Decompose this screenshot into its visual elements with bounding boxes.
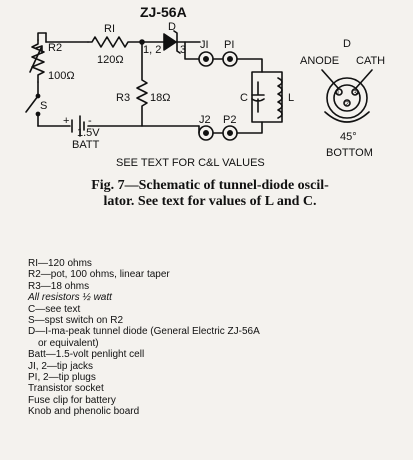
r3-label: R3 [116,92,130,104]
diode-pin-3: 3 [180,44,186,56]
angle-arc [324,111,370,123]
diode-symbol [163,33,177,51]
j2-label: J2 [199,114,211,126]
wire-top-left [37,32,47,41]
switch-contact-bottom [35,111,41,117]
parts-item: or equivalent) [38,337,99,349]
parts-item: S—spst switch on R2 [28,315,124,327]
r1-value: 120Ω [97,54,124,66]
parts-item: PI, 2—tip plugs [28,372,96,384]
pin-2 [343,99,351,107]
see-text-note: SEE TEXT FOR C&L VALUES [116,157,265,169]
switch-contact-top [35,93,41,99]
r2-value: 100Ω [48,70,75,82]
angle-label: 45° [340,131,357,143]
r2-label: R2 [48,42,62,54]
parts-list: RI—120 ohms R2—pot, 100 ohms, linear tap… [28,258,408,418]
parts-item: Batt—1.5-volt penlight cell [28,349,145,361]
r2-potentiometer [31,39,45,83]
j1-jack-center [203,55,210,62]
anode-leader [321,69,339,89]
switch-s [25,81,39,127]
capacitor-c [251,81,265,113]
schematic-title: ZJ-56A [140,4,187,20]
cath-leader [355,69,373,89]
r2-wiper-arrow [29,45,43,73]
inductor-label: L [288,92,294,104]
battery-label: BATT [72,139,100,151]
parts-item: RI—120 ohms [28,258,92,269]
r1-label: RI [104,23,115,35]
pin-1-label: 1 [336,90,340,97]
battery-minus: - [88,115,92,127]
parts-item: Transistor socket [28,383,104,395]
r3-value: 18Ω [150,92,170,104]
wire-p2-lc [236,121,263,134]
pin-1 [335,88,343,96]
parts-item: C—see text [28,303,81,315]
parts-item: D—I-ma-peak tunnel diode (General Electr… [28,326,260,338]
j1-label: JI [200,39,209,51]
cath-label: CATH [356,55,385,67]
diode-pins-1-2: 1, 2 [143,44,161,56]
bottom-label: BOTTOM [326,147,373,159]
wire-to-j1 [184,41,200,60]
parts-item: Fuse clip for battery [28,394,116,406]
pin-2-label: 2 [345,101,349,108]
wire-p1-lc [236,58,263,73]
p1-label: PI [224,39,234,51]
battery-symbol [71,115,85,137]
caption-line-1: Fig. 7—Schematic of tunnel-diode oscil- [91,178,329,193]
parts-item: R2—pot, 100 ohms, linear taper [28,269,170,281]
battery-value: 1.5V [77,127,100,139]
j2-jack-center [203,130,210,137]
socket-outline [326,77,368,119]
lc-enclosure [251,71,283,123]
p2-label: P2 [223,114,236,126]
pin-3-label: 3 [353,90,357,97]
socket-inner [333,84,361,112]
p1-plug-center [227,55,234,62]
parts-item: All resistors ½ watt [28,292,112,304]
figure-caption: Fig. 7—Schematic of tunnel-diode oscil- … [40,178,380,210]
diode-label: D [168,21,176,33]
parts-item: Knob and phenolic board [28,406,140,418]
parts-item: R3—18 ohms [28,280,90,292]
switch-label: S [40,100,47,112]
oscillator-schematic: ZJ-56A R2 100Ω RI 120Ω R3 18Ω D 1, 2 3 J… [25,4,385,169]
caption-line-2: lator. See text for values of L and C. [103,194,317,209]
battery-plus: + [63,115,69,127]
r1-resistor [87,36,143,48]
inductor-l [277,77,283,119]
parts-item: JI, 2—tip jacks [28,360,94,372]
capacitor-label: C [240,92,248,104]
p2-plug-center [227,130,234,137]
socket-diode-label: D [343,38,351,50]
anode-label: ANODE [300,55,339,67]
node-dot-r1-r3 [139,39,145,45]
r3-resistor [136,41,148,127]
pin-3 [351,88,359,96]
